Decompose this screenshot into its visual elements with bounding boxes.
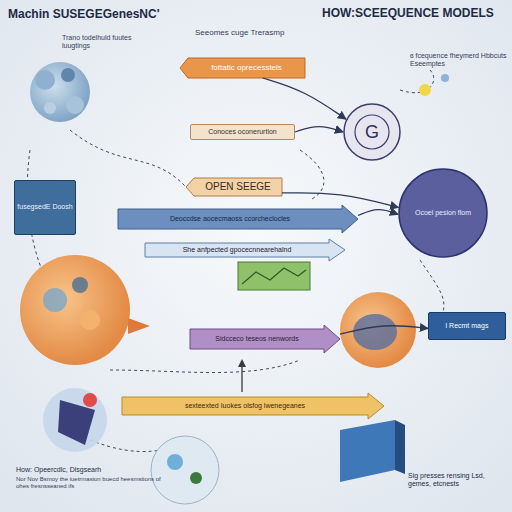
blob	[30, 62, 90, 122]
sphere	[340, 292, 416, 368]
flow-connector	[295, 127, 343, 132]
node-text: G	[365, 122, 379, 143]
model-circle: G	[343, 103, 401, 161]
flow-band: sexteexted Iuokes olsfog lwenegeanes	[122, 396, 384, 416]
note-label: Nor Nov Bsmoy the iuetrmasion buecd hees…	[16, 476, 166, 490]
blob	[151, 436, 219, 504]
flow-connector	[358, 210, 398, 216]
dashed-curve	[420, 260, 444, 320]
dashed-curve	[110, 360, 300, 373]
circle-shape	[399, 169, 487, 257]
chart-panel	[238, 262, 310, 290]
molecule-cluster	[151, 436, 219, 504]
dot	[190, 472, 202, 484]
orange-sphere	[20, 255, 150, 365]
arrow-line	[241, 365, 242, 392]
arrow-band-shape	[118, 205, 358, 233]
flow-band: Sidcceco teseos nenwords	[190, 328, 340, 350]
arrow-head	[128, 318, 150, 334]
node-text: She anfpected gpocecnnearehalnd	[183, 246, 292, 254]
blob	[80, 310, 100, 330]
stage-tag: fottatic oprecesstels	[180, 58, 305, 78]
panel	[340, 420, 395, 482]
node-text: sexteexted Iuokes olsfog lwenegeanes	[185, 402, 305, 410]
stage-tag: OPEN SEEGE	[186, 178, 282, 196]
flow-connector	[282, 193, 398, 208]
dot	[83, 393, 97, 407]
model-circle: Ocoel pesion flom	[398, 168, 488, 258]
panel	[395, 420, 405, 474]
node-text: fottatic oprecesstels	[211, 63, 282, 72]
dot	[419, 84, 431, 96]
molecule-cluster	[30, 62, 90, 122]
blob	[66, 96, 84, 114]
note-label: ɞ fcequence fheymerd Hbbcuts Eseemptes	[410, 52, 510, 69]
note-label: Seeomes cuge Trerasmp	[195, 28, 325, 38]
inner-ring	[355, 115, 389, 149]
blob	[43, 288, 67, 312]
node-text: OPEN SEEGE	[205, 181, 271, 193]
diagram-title: Machin SUSEGEGenesNC'	[8, 7, 208, 21]
circle-shape	[344, 104, 400, 160]
arrow-band-shape	[145, 239, 345, 261]
node-text: fusegsedE Doosh	[17, 203, 72, 211]
tag-shape	[186, 178, 282, 196]
note-label: How: Opeercdlc, Dlsgsearh	[16, 466, 156, 474]
flow-connector	[263, 78, 346, 119]
node-text: Deoccdse aocecmaoss ccorcheclocles	[170, 215, 290, 223]
output-box: l Recmt mags	[428, 312, 506, 340]
dashed-curve	[70, 130, 185, 186]
blob	[44, 102, 56, 114]
process-box: Conoces oconerurtion	[190, 124, 295, 140]
tag-shape	[180, 58, 305, 78]
blob	[35, 70, 55, 90]
flow-band: She anfpected gpocecnnearehalnd	[145, 242, 345, 258]
node-text: Sidcceco teseos nenwords	[215, 335, 298, 343]
flow-band: Deoccdse aocecmaoss ccorcheclocles	[118, 208, 358, 230]
chart-line	[242, 268, 306, 284]
note-label: Sig presses rensing Lsd, gemes, etcnests	[408, 472, 508, 489]
blob	[72, 277, 88, 293]
blob	[61, 68, 75, 82]
blob	[43, 388, 107, 452]
dot	[441, 74, 449, 82]
panel	[238, 262, 310, 290]
note-label: HOW:SCEEQUENCE MODELS	[322, 6, 508, 20]
up-arrow	[238, 359, 246, 392]
molecule-cluster	[43, 388, 107, 452]
blob	[353, 314, 397, 350]
orange-sphere	[340, 292, 416, 368]
data-panel: fusegsedE Doosh	[14, 180, 76, 235]
arrow-head	[238, 359, 246, 367]
sphere	[20, 255, 130, 365]
dashed-curve	[300, 150, 324, 200]
arrow-band-shape	[122, 393, 384, 419]
node-text: Conoces oconerurtion	[208, 128, 277, 136]
flow-connector	[340, 326, 428, 334]
node-text: l Recmt mags	[446, 322, 489, 330]
dot	[167, 454, 183, 470]
node-text: Ocoel pesion flom	[415, 209, 471, 217]
note-label: Trano todelhuld fuutes luugtings	[62, 34, 152, 51]
display-panel	[340, 420, 405, 482]
arrow-band-shape	[190, 325, 340, 353]
